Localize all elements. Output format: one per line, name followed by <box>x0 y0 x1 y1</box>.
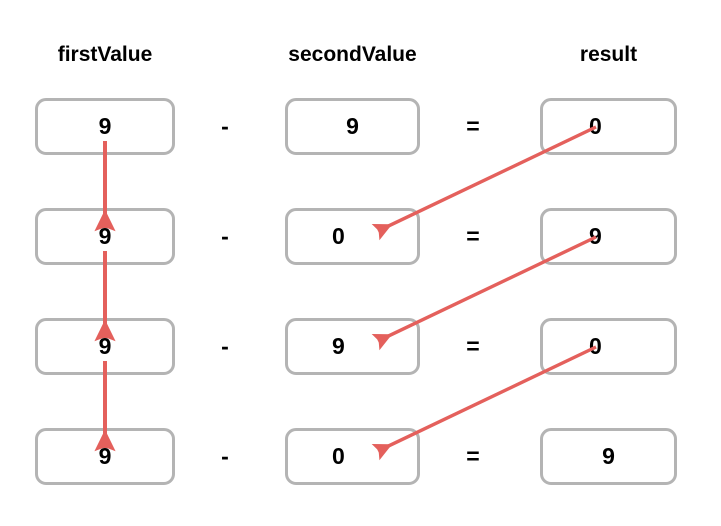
first-value-box-row2: 9 <box>35 208 175 265</box>
first-value-row1: 9 <box>98 113 112 139</box>
first-value-row2: 9 <box>98 223 112 249</box>
second-value-row2: 0 <box>332 223 345 249</box>
result-value-row1: 0 <box>589 113 602 139</box>
second-value-row3: 9 <box>332 333 345 359</box>
result-value-row4: 9 <box>602 443 615 469</box>
result-box-row1: 0 <box>540 98 677 155</box>
first-value-box-row1: 9 <box>35 98 175 155</box>
result-value-row3: 0 <box>589 333 602 359</box>
second-value-box-row3: 9 <box>285 318 420 375</box>
result-value-row2: 9 <box>589 223 602 249</box>
equals-operator-row3: = <box>466 333 480 359</box>
second-value-row1: 9 <box>346 113 359 139</box>
equals-operator-row1: = <box>466 113 480 139</box>
column-header-result: result <box>579 43 638 66</box>
second-value-box-row1: 9 <box>285 98 420 155</box>
second-value-box-row4: 0 <box>285 428 420 485</box>
second-value-box-row2: 0 <box>285 208 420 265</box>
first-value-box-row3: 9 <box>35 318 175 375</box>
minus-operator-row1: - <box>221 113 229 139</box>
first-value-box-row4: 9 <box>35 428 175 485</box>
equals-operator-row2: = <box>466 223 480 249</box>
equals-operator-row4: = <box>466 443 480 469</box>
result-box-row2: 9 <box>540 208 677 265</box>
first-value-row3: 9 <box>98 333 112 359</box>
minus-operator-row4: - <box>221 443 229 469</box>
diagonal-arrow-group <box>371 125 597 461</box>
minus-operator-row3: - <box>221 333 229 359</box>
second-value-row4: 0 <box>332 443 345 469</box>
first-value-row4: 9 <box>98 443 112 469</box>
result-box-row3: 0 <box>540 318 677 375</box>
column-header-second-value: secondValue <box>288 43 417 66</box>
result-box-row4: 9 <box>540 428 677 485</box>
column-header-first-value: firstValue <box>57 43 153 66</box>
minus-operator-row2: - <box>221 223 229 249</box>
